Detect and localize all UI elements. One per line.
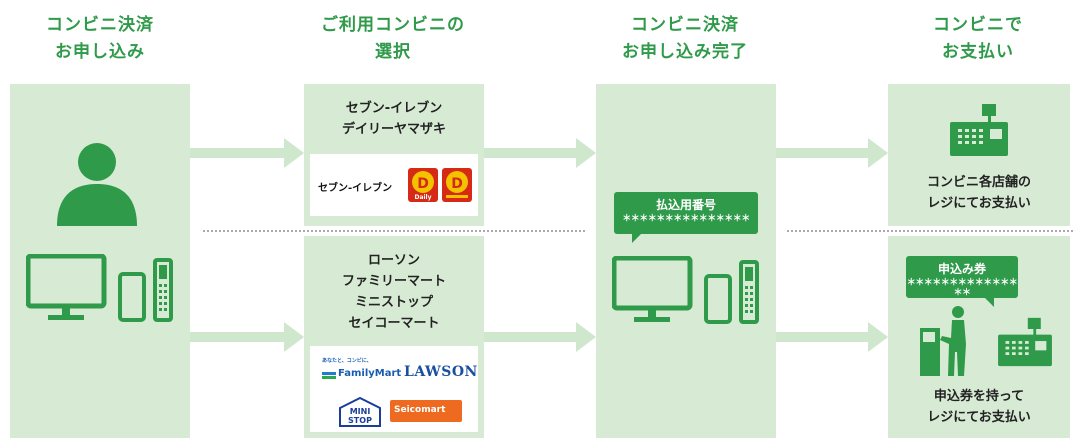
divider-right (787, 230, 1073, 232)
arrow-right-icon (484, 322, 596, 352)
store-name-seicomart: セイコーマート (348, 316, 440, 331)
payment-bottom-line1: 申込券を持って (933, 389, 1025, 404)
devices-icon (612, 256, 759, 324)
ticket-bubble: 申込み券 ＊＊＊＊＊＊＊＊＊＊＊＊＊＊＊ (906, 256, 1018, 307)
seicomart-logo: Seicomart (390, 400, 462, 422)
arrow-right-icon (190, 322, 304, 352)
store-name-familymart: ファミリーマート (341, 274, 446, 289)
daily-yamazaki-logo-icon: D Daily D (408, 168, 472, 202)
store-logos-top: セブン-イレブン D Daily D (310, 154, 478, 216)
step-3-title: コンビニ決済 お申し込み完了 (622, 15, 748, 62)
step-4-title: コンビニで お支払い (933, 15, 1023, 62)
svg-text:STOP: STOP (348, 416, 372, 425)
arrow-right-icon (484, 138, 596, 168)
store-name-lawson: ローソン (367, 253, 420, 268)
store-group-top-panel: セブン-イレブン デイリーヤマザキ セブン-イレブン D Daily D (304, 84, 484, 226)
lawson-logo: LAWSON (404, 364, 478, 380)
step-3-panel: 払込用番号 ＊＊＊＊＊＊＊＊＊＊＊＊＊＊＊ (596, 84, 776, 438)
svg-text:D: D (417, 176, 429, 192)
store-logos-bottom: あなたと、コンビに、 FamilyMart LAWSON MINI STOP S… (310, 346, 478, 432)
payment-bottom-panel: 申込み券 ＊＊＊＊＊＊＊＊＊＊＊＊＊＊＊ 申込券を持って レジにてお支払い (888, 236, 1070, 438)
store-name-daily: デイリーヤマザキ (341, 122, 446, 137)
familymart-tagline: あなたと、コンビに、 (322, 358, 372, 364)
arrow-right-icon (776, 138, 888, 168)
ministop-logo-icon: MINI STOP (339, 396, 381, 427)
user-icon (57, 143, 137, 226)
store-name-seven: セブン-イレブン (345, 101, 443, 116)
step-1-panel (10, 84, 190, 438)
payment-number-bubble: 払込用番号 ＊＊＊＊＊＊＊＊＊＊＊＊＊＊＊ (614, 192, 758, 243)
svg-text:D: D (451, 176, 463, 192)
payment-top-panel: コンビニ各店舗の レジにてお支払い (888, 84, 1070, 226)
devices-icon (26, 254, 173, 322)
divider-left (203, 230, 585, 232)
step-1-title: コンビニ決済 お申し込み (46, 15, 154, 62)
store-group-bottom-panel: ローソン ファミリーマート ミニストップ セイコーマート あなたと、コンビに、 … (304, 236, 484, 438)
familymart-stripe-icon (322, 376, 336, 379)
seven-eleven-logo-label: セブン-イレブン (318, 183, 393, 194)
payment-top-line1: コンビニ各店舗の (926, 175, 1031, 190)
familymart-stripe-icon (322, 372, 336, 375)
arrow-right-icon (190, 138, 304, 168)
familymart-logo: FamilyMart (338, 368, 402, 379)
cash-register-icon (950, 104, 1008, 156)
store-name-ministop: ミニストップ (354, 295, 433, 310)
arrow-right-icon (776, 322, 888, 352)
kiosk-user-icon (920, 306, 966, 376)
payment-bottom-line2: レジにてお支払い (927, 410, 1031, 425)
step-2-title: ご利用コンビニの 選択 (321, 15, 465, 62)
svg-text:MINI: MINI (350, 407, 371, 416)
payment-top-line2: レジにてお支払い (927, 196, 1031, 211)
svg-text:Daily: Daily (414, 194, 431, 201)
cash-register-icon (998, 317, 1052, 367)
